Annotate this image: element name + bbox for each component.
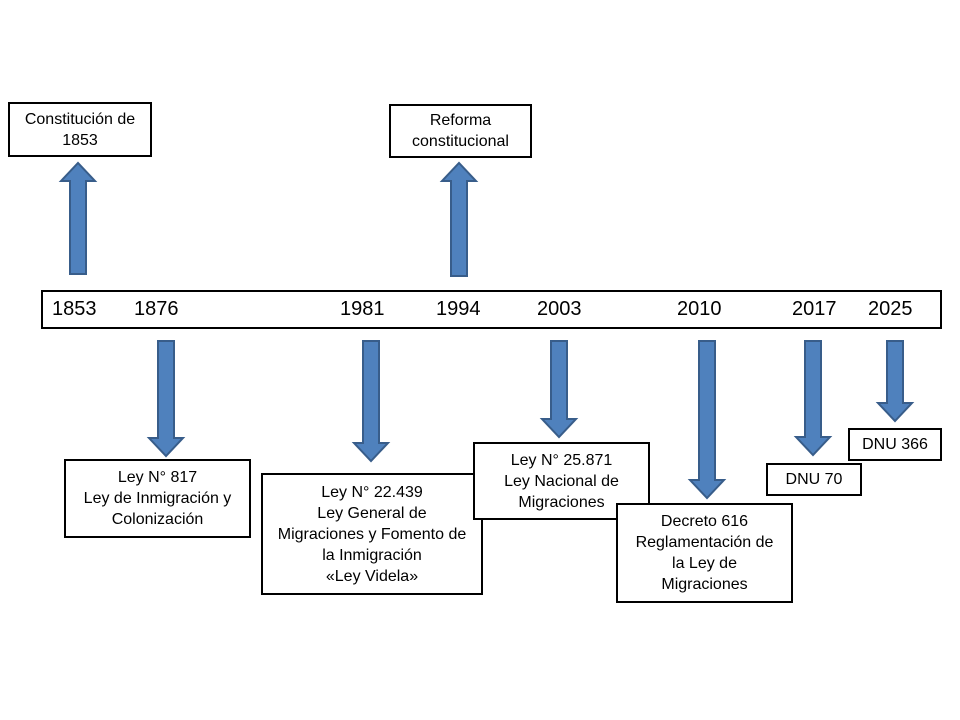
year-label-2025: 2025 [868,298,913,320]
year-label-2017: 2017 [792,298,837,320]
down-arrow-2010 [687,340,727,500]
event-text-line: Colonización [111,511,204,528]
event-text-line: Migraciones [518,493,605,511]
event-text-line: Ley General de [317,504,427,522]
event-text-line: Migraciones y Fomento de [277,525,467,543]
up-arrow-1853 [58,161,98,275]
event-text-line: la Ley de [672,555,737,572]
down-arrow-1876 [146,340,186,458]
event-text-line: 1853 [62,131,98,149]
down-arrow-2025 [875,340,915,423]
event-text-line: Reglamentación de [635,534,774,551]
event-text-line: Ley N° 817 [117,469,198,486]
event-text-line: la Inmigración [322,546,422,564]
year-label-2010: 2010 [677,298,722,320]
event-text-line: Migraciones [661,576,748,593]
event-box-constitucion-1853: Constitución de 1853 [8,102,152,157]
event-text-line: «Ley Videla» [325,567,419,585]
year-label-1994: 1994 [436,298,481,320]
event-box-decreto-616: Decreto 616 Reglamentación de la Ley de … [616,503,793,603]
event-text-line: Ley N° 25.871 [510,451,613,469]
up-arrow-1994 [439,161,479,277]
year-label-1853: 1853 [52,298,97,320]
year-label-2003: 2003 [537,298,582,320]
event-text-line: Decreto 616 [660,513,749,530]
event-text-line: Ley N° 22.439 [321,483,423,501]
event-box-dnu-70: DNU 70 [766,463,862,496]
event-text-line: Reforma [429,112,492,129]
down-arrow-1981 [351,340,391,463]
event-text-line: Ley de Inmigración y [83,490,232,507]
year-label-1876: 1876 [134,298,179,320]
event-box-reforma-1994: Reforma constitucional [389,104,532,158]
event-text-line: Ley Nacional de [504,472,619,490]
event-box-ley-817: Ley N° 817 Ley de Inmigración y Coloniza… [64,459,251,538]
event-text-line: DNU 366 [862,436,928,453]
year-label-1981: 1981 [340,298,385,320]
down-arrow-2017 [793,340,833,457]
event-box-ley-25871: Ley N° 25.871 Ley Nacional de Migracione… [473,442,650,520]
event-text-line: DNU 70 [785,471,843,488]
event-text-line: constitucional [412,133,509,150]
down-arrow-2003 [539,340,579,439]
timeline-bar [41,290,942,329]
event-text-line: Constitución de [24,110,136,128]
event-box-dnu-366: DNU 366 [848,428,942,461]
event-box-ley-22439: Ley N° 22.439 Ley General de Migraciones… [261,473,483,595]
